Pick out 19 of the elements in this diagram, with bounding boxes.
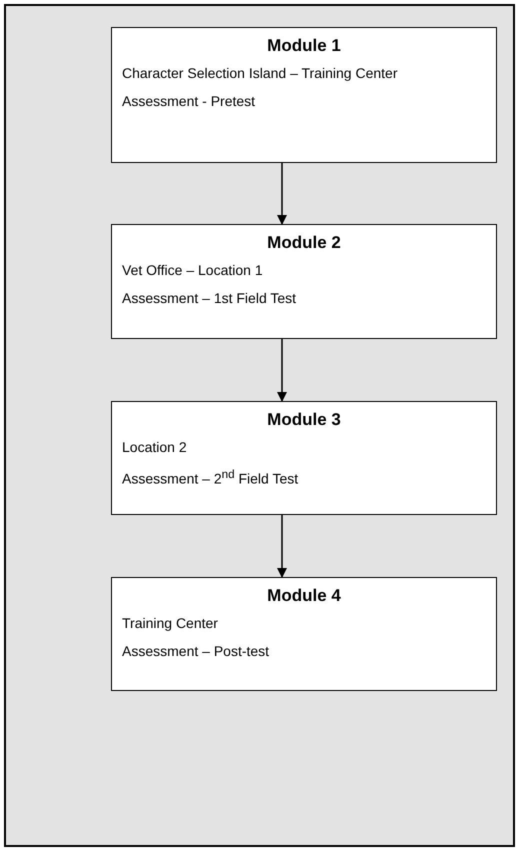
- module-title: Module 3: [266, 410, 342, 430]
- module-text: Assessment – Post-test: [122, 642, 270, 660]
- arrow: [277, 163, 287, 225]
- module-title: Module 2: [266, 233, 342, 253]
- module-text: Character Selection Island – Training Center: [122, 64, 398, 82]
- arrow: [277, 339, 287, 402]
- arrow: [277, 515, 287, 578]
- module-box: [111, 27, 497, 163]
- module-box: [111, 224, 497, 339]
- module-title: Module 4: [266, 586, 342, 606]
- module-text: Training Center: [122, 614, 219, 632]
- module-text: Assessment – 2$^{nd}$ Field Test: [122, 467, 300, 488]
- module-text: Vet Office – Location 1: [122, 261, 264, 279]
- module-text: Assessment - Pretest: [122, 92, 256, 110]
- module-text: Assessment – 1st Field Test: [122, 289, 298, 307]
- module-title: Module 1: [266, 36, 342, 56]
- module-box: [111, 577, 497, 691]
- module-text: Location 2: [122, 438, 188, 456]
- module-box: [111, 401, 497, 515]
